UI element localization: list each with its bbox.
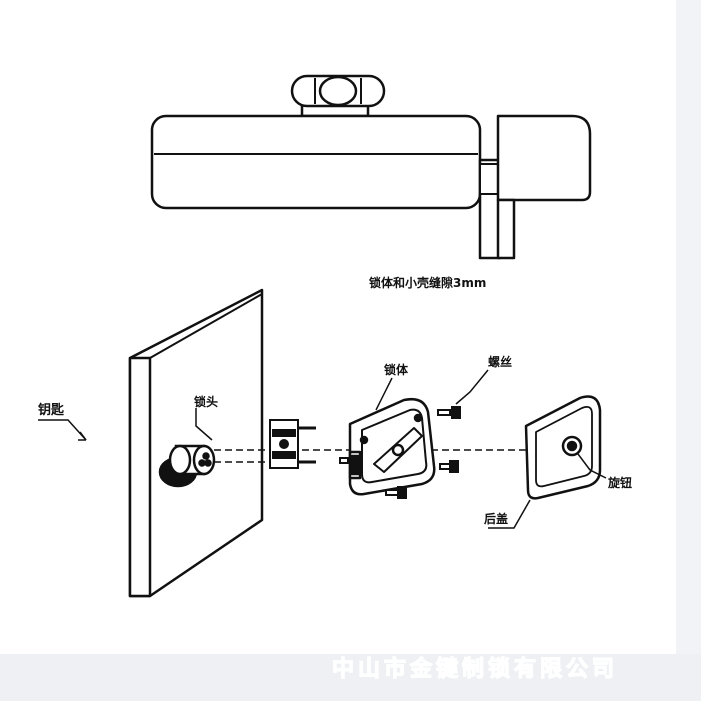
- door-panel: [128, 288, 264, 598]
- lock-body-exploded: [348, 398, 436, 496]
- cylinder-back: [168, 444, 192, 476]
- label-knob: 旋钮: [607, 475, 632, 490]
- lock-body-top: [150, 114, 482, 210]
- screws: [339, 406, 461, 499]
- bracket-slot-2: [272, 451, 296, 459]
- door-edge: [128, 356, 152, 598]
- leader-lock-head: [195, 408, 213, 441]
- right-frame-strip: [676, 0, 701, 701]
- latch-bolt: [350, 454, 360, 476]
- knob-center-dot: [566, 440, 578, 452]
- gap-note-text: 锁体和小壳缝隙3mm: [369, 275, 486, 290]
- cylinder-pin-2: [198, 459, 206, 467]
- mounting-bracket: [269, 419, 316, 469]
- leader-lock-body: [375, 377, 393, 411]
- bracket-hole: [279, 439, 289, 449]
- leader-screw: [455, 369, 489, 405]
- leader-back-cover: [488, 499, 531, 529]
- small-shell: [496, 114, 592, 202]
- screw-3: [385, 486, 407, 499]
- cylinder-pin-3: [204, 459, 212, 467]
- leader-key: [38, 419, 87, 441]
- screw-4: [339, 457, 349, 464]
- label-key: 钥匙: [38, 402, 65, 418]
- knob-center: [318, 75, 358, 107]
- label-lock-head: 锁头: [194, 394, 218, 409]
- bracket-slot-1: [272, 429, 296, 437]
- screw-1: [437, 406, 461, 419]
- gap-note-group: 锁体和小壳缝隙3mm: [369, 275, 486, 290]
- leader-lines: [38, 369, 607, 529]
- cylinder-pin-1: [202, 452, 210, 460]
- leader-knob: [577, 453, 607, 479]
- label-back-cover: 后盖: [484, 511, 508, 526]
- screw-2: [439, 460, 459, 473]
- lever-pivot: [391, 443, 405, 457]
- label-lock-body: 锁体: [384, 362, 409, 377]
- body-screw-hole-1: [359, 435, 369, 445]
- watermark-text: 中山市金键制锁有限公司: [332, 656, 618, 682]
- bottom-band: [0, 654, 701, 701]
- leader-key-arrow: [78, 431, 87, 441]
- shell-stem: [496, 198, 516, 260]
- door-top-edge: [149, 293, 263, 359]
- back-cover: [524, 395, 602, 500]
- top-view-assembly: [150, 74, 592, 260]
- mount-plate-detail: [479, 163, 499, 195]
- body-screw-hole-2: [413, 413, 423, 423]
- lock-cylinder: [158, 444, 216, 488]
- label-screw: 螺丝: [488, 354, 512, 369]
